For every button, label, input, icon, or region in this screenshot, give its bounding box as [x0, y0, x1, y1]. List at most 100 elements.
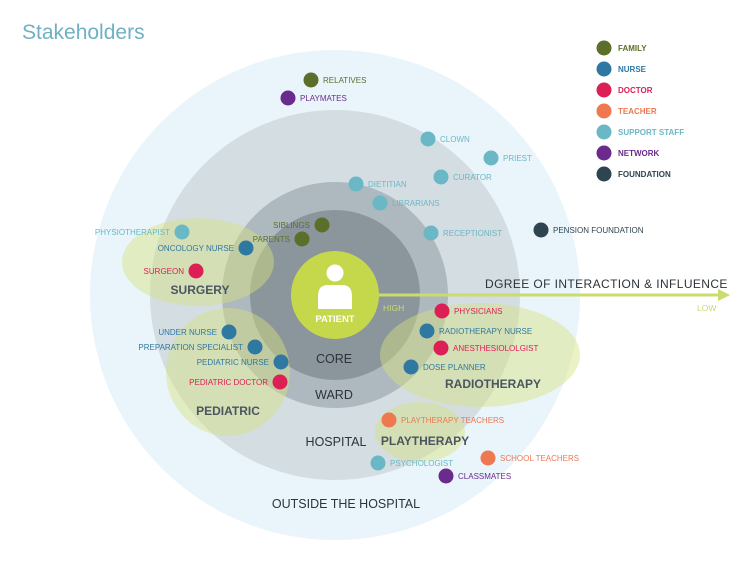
- stakeholder-school-teachers: SCHOOL TEACHERS: [480, 450, 579, 466]
- patient-label: PATIENT: [315, 314, 354, 325]
- stakeholder-label: RECEPTIONIST: [443, 229, 502, 238]
- stakeholder-dot: [372, 195, 388, 211]
- ring-outside-label: OUTSIDE THE HOSPITAL: [272, 497, 420, 511]
- stakeholder-clown: CLOWN: [420, 131, 470, 147]
- legend-label-nurse: NURSE: [618, 65, 647, 74]
- legend-dot-doctor: [596, 82, 612, 98]
- zone-playtherapy-label: PLAYTHERAPY: [381, 434, 469, 448]
- ring-hospital-label: HOSPITAL: [306, 435, 367, 449]
- stakeholder-receptionist: RECEPTIONIST: [423, 225, 502, 241]
- stakeholder-label: SURGEON: [144, 267, 185, 276]
- stakeholder-radiotherapy-nurse: RADIOTHERAPY NURSE: [419, 323, 532, 339]
- interaction-label: DGREE OF INTERACTION & INFLUENCE: [485, 277, 728, 291]
- stakeholder-label: DIETITIAN: [368, 180, 407, 189]
- stakeholder-psychologist: PSYCHOLOGIST: [370, 455, 453, 471]
- ring-core-label: CORE: [316, 352, 352, 366]
- legend-dot-nurse: [596, 61, 612, 77]
- stakeholder-label: PARENTS: [253, 235, 290, 244]
- stakeholder-label: PLAYTHERAPY TEACHERS: [401, 416, 504, 425]
- legend-dot-family: [596, 40, 612, 56]
- legend-label-support: SUPPORT STAFF: [618, 128, 684, 137]
- stakeholder-dot: [348, 176, 364, 192]
- stakeholder-label: RELATIVES: [323, 76, 366, 85]
- stakeholder-dot: [303, 72, 319, 88]
- stakeholder-dot: [294, 231, 310, 247]
- stakeholder-under-nurse: UNDER NURSE: [158, 324, 237, 340]
- stakeholder-label: SIBLINGS: [273, 221, 310, 230]
- low-label: LOW: [697, 303, 716, 313]
- ring-ward-label: WARD: [315, 388, 353, 402]
- stakeholder-label: PEDIATRIC NURSE: [197, 358, 269, 367]
- stakeholder-anesthesiololgist: ANESTHESIOLOLGIST: [433, 340, 538, 356]
- stakeholder-priest: PRIEST: [483, 150, 532, 166]
- stakeholder-label: CLASSMATES: [458, 472, 511, 481]
- stakeholder-label: PRIEST: [503, 154, 532, 163]
- stakeholder-curator: CURATOR: [433, 169, 492, 185]
- stakeholder-dot: [370, 455, 386, 471]
- stakeholder-dot: [174, 224, 190, 240]
- stakeholder-label: PHYSICIANS: [454, 307, 502, 316]
- legend-dot-network: [596, 145, 612, 161]
- zone-surgery: [122, 218, 274, 306]
- zone-playtherapy: [375, 402, 465, 462]
- stakeholder-pediatric-nurse: PEDIATRIC NURSE: [197, 354, 289, 370]
- stakeholder-dot: [533, 222, 549, 238]
- stakeholder-label: PREPARATION SPECIALIST: [138, 343, 243, 352]
- stakeholder-librarians: LIBRARIANS: [372, 195, 440, 211]
- stakeholder-label: CLOWN: [440, 135, 470, 144]
- stakeholder-label: PENSION FOUNDATION: [553, 226, 644, 235]
- stakeholder-nodes: RELATIVES PLAYMATES CLOWN PRIEST DIETITIAN CU…: [95, 72, 644, 484]
- legend-label-doctor: DOCTOR: [618, 86, 653, 95]
- legend-label-network: NETWORK: [618, 149, 660, 158]
- stakeholder-label: LIBRARIANS: [392, 199, 440, 208]
- stakeholder-label: ANESTHESIOLOLGIST: [453, 344, 538, 353]
- stakeholder-parents: PARENTS: [253, 231, 310, 247]
- stakeholder-pension-foundation: PENSION FOUNDATION: [533, 222, 644, 238]
- stakeholder-dot: [188, 263, 204, 279]
- stakeholder-dot: [381, 412, 397, 428]
- stakeholder-dot: [480, 450, 496, 466]
- stakeholder-physiotherapist: PHYSIOTHERAPIST: [95, 224, 190, 240]
- stakeholder-label: RADIOTHERAPY NURSE: [439, 327, 532, 336]
- zone-radiotherapy: [380, 303, 580, 407]
- stakeholder-relatives: RELATIVES: [303, 72, 366, 88]
- zone-surgery-label: SURGERY: [171, 283, 230, 297]
- stakeholder-dietitian: DIETITIAN: [348, 176, 407, 192]
- zone-pediatric-label: PEDIATRIC: [196, 404, 260, 418]
- stakeholder-label: PEDIATRIC DOCTOR: [189, 378, 268, 387]
- stakeholder-dot: [314, 217, 330, 233]
- stakeholder-dot: [419, 323, 435, 339]
- stakeholder-dot: [423, 225, 439, 241]
- stakeholder-dot: [403, 359, 419, 375]
- watermark: 知乎 @艺术留学女流氓: [502, 521, 687, 541]
- stakeholder-label: DOSE PLANNER: [423, 363, 486, 372]
- stakeholder-dose-planner: DOSE PLANNER: [403, 359, 486, 375]
- stakeholder-label: UNDER NURSE: [158, 328, 217, 337]
- stakeholder-playtherapy-teachers: PLAYTHERAPY TEACHERS: [381, 412, 504, 428]
- stakeholder-surgeon: SURGEON: [144, 263, 204, 279]
- high-label: HIGH: [383, 303, 404, 313]
- stakeholder-label: CURATOR: [453, 173, 492, 182]
- page-title: Stakeholders: [22, 21, 145, 44]
- stakeholder-dot: [238, 240, 254, 256]
- stakeholder-dot: [434, 303, 450, 319]
- legend-dot-teacher: [596, 103, 612, 119]
- stakeholder-pediatric-doctor: PEDIATRIC DOCTOR: [189, 374, 288, 390]
- stakeholder-dot: [483, 150, 499, 166]
- stakeholder-oncology-nurse: ONCOLOGY NURSE: [158, 240, 254, 256]
- legend-label-foundation: FOUNDATION: [618, 170, 671, 179]
- stakeholder-siblings: SIBLINGS: [273, 217, 330, 233]
- stakeholder-playmates: PLAYMATES: [280, 90, 347, 106]
- stakeholder-dot: [272, 374, 288, 390]
- zone-pediatric: [166, 308, 290, 436]
- stakeholder-classmates: CLASSMATES: [438, 468, 511, 484]
- stakeholder-dot: [247, 339, 263, 355]
- person-icon: [318, 264, 352, 309]
- stakeholder-dot: [273, 354, 289, 370]
- stakeholder-physicians: PHYSICIANS: [434, 303, 502, 319]
- legend-label-family: FAMILY: [618, 44, 647, 53]
- interaction-arrow-head: [718, 289, 730, 301]
